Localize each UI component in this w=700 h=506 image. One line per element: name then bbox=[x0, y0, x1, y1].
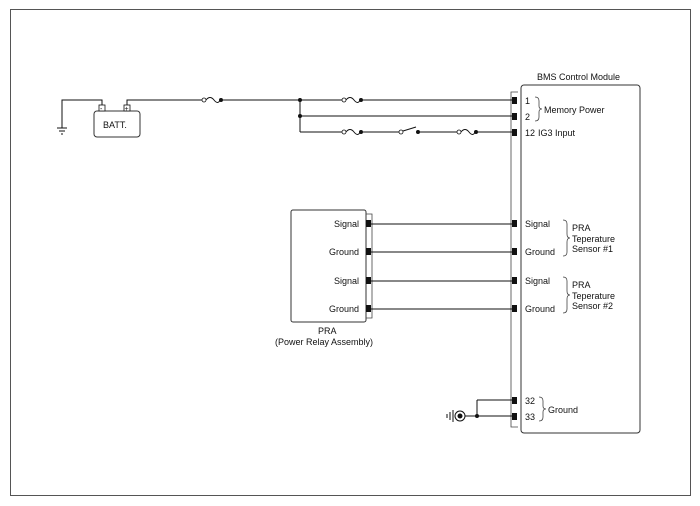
pin-32-label: 32 bbox=[525, 396, 535, 406]
pra-pin-ground-1 bbox=[366, 248, 371, 255]
memory-power-label: Memory Power bbox=[544, 105, 605, 115]
bms-signal-2-label: Signal bbox=[525, 276, 550, 286]
sensor-1-brace bbox=[562, 219, 571, 257]
chassis-ground-icon bbox=[57, 127, 67, 135]
bms-ground-1-label: Ground bbox=[525, 247, 555, 257]
bms-ground-2-label: Ground bbox=[525, 304, 555, 314]
fuse-ig3-2-icon bbox=[456, 129, 478, 135]
pra-full-name: (Power Relay Assembly) bbox=[275, 337, 373, 347]
pra-name: PRA bbox=[318, 326, 337, 336]
bms-pin-32 bbox=[512, 397, 517, 404]
pin-33-label: 33 bbox=[525, 412, 535, 422]
pin-1-label: 1 bbox=[525, 96, 530, 106]
battery-positive-wire bbox=[126, 99, 203, 105]
bms-pin-1 bbox=[512, 97, 517, 104]
battery-label: BATT. bbox=[103, 120, 127, 130]
bms-pin-signal-1 bbox=[512, 220, 517, 227]
sensor-1-line-2: Teperature bbox=[572, 234, 615, 244]
bms-connector-housing bbox=[510, 91, 518, 428]
diagram-frame bbox=[10, 9, 691, 496]
pra-pin-signal-1 bbox=[366, 220, 371, 227]
ground-label: Ground bbox=[548, 405, 578, 415]
junction-dot bbox=[475, 414, 479, 418]
bms-pin-ground-1 bbox=[512, 248, 517, 255]
bms-pin-2 bbox=[512, 113, 517, 120]
battery-positive-sign: + bbox=[125, 106, 129, 113]
pra-pin-signal-2 bbox=[366, 277, 371, 284]
pin-2-label: 2 bbox=[525, 112, 530, 122]
fuse-pin-1-icon bbox=[341, 97, 363, 103]
fuse-ig3-icon bbox=[341, 129, 363, 135]
sensor-2-line-3: Sensor #2 bbox=[572, 301, 613, 311]
battery-box bbox=[93, 110, 141, 138]
pra-pin-ground-2 bbox=[366, 305, 371, 312]
pra-signal-2-label: Signal bbox=[334, 276, 359, 286]
pra-signal-1-label: Signal bbox=[334, 219, 359, 229]
bms-pin-33 bbox=[512, 413, 517, 420]
main-fuse-icon bbox=[201, 97, 223, 103]
sensor-2-line-2: Teperature bbox=[572, 291, 615, 301]
bms-signal-1-label: Signal bbox=[525, 219, 550, 229]
battery-negative-sign: - bbox=[100, 106, 103, 113]
memory-power-brace bbox=[534, 96, 543, 122]
bms-pin-ground-2 bbox=[512, 305, 517, 312]
ground-brace bbox=[538, 396, 547, 422]
pra-ground-2-label: Ground bbox=[329, 304, 359, 314]
sensor-2-brace bbox=[562, 276, 571, 314]
ignition-switch-icon bbox=[398, 126, 420, 135]
pin-12-label: 12 bbox=[525, 128, 535, 138]
sensor-2-line-1: PRA bbox=[572, 280, 591, 290]
battery-ground-wire bbox=[61, 99, 103, 128]
body-ground-icon bbox=[446, 410, 466, 422]
bms-module-title: BMS Control Module bbox=[537, 72, 620, 82]
pra-connector-housing bbox=[366, 213, 373, 319]
bms-pin-12 bbox=[512, 129, 517, 136]
pra-ground-1-label: Ground bbox=[329, 247, 359, 257]
sensor-1-line-3: Sensor #1 bbox=[572, 244, 613, 254]
pra-box bbox=[290, 209, 367, 323]
bms-pin-signal-2 bbox=[512, 277, 517, 284]
ig3-input-label: IG3 Input bbox=[538, 128, 576, 138]
sensor-1-line-1: PRA bbox=[572, 223, 591, 233]
bms-module-box bbox=[520, 84, 641, 434]
